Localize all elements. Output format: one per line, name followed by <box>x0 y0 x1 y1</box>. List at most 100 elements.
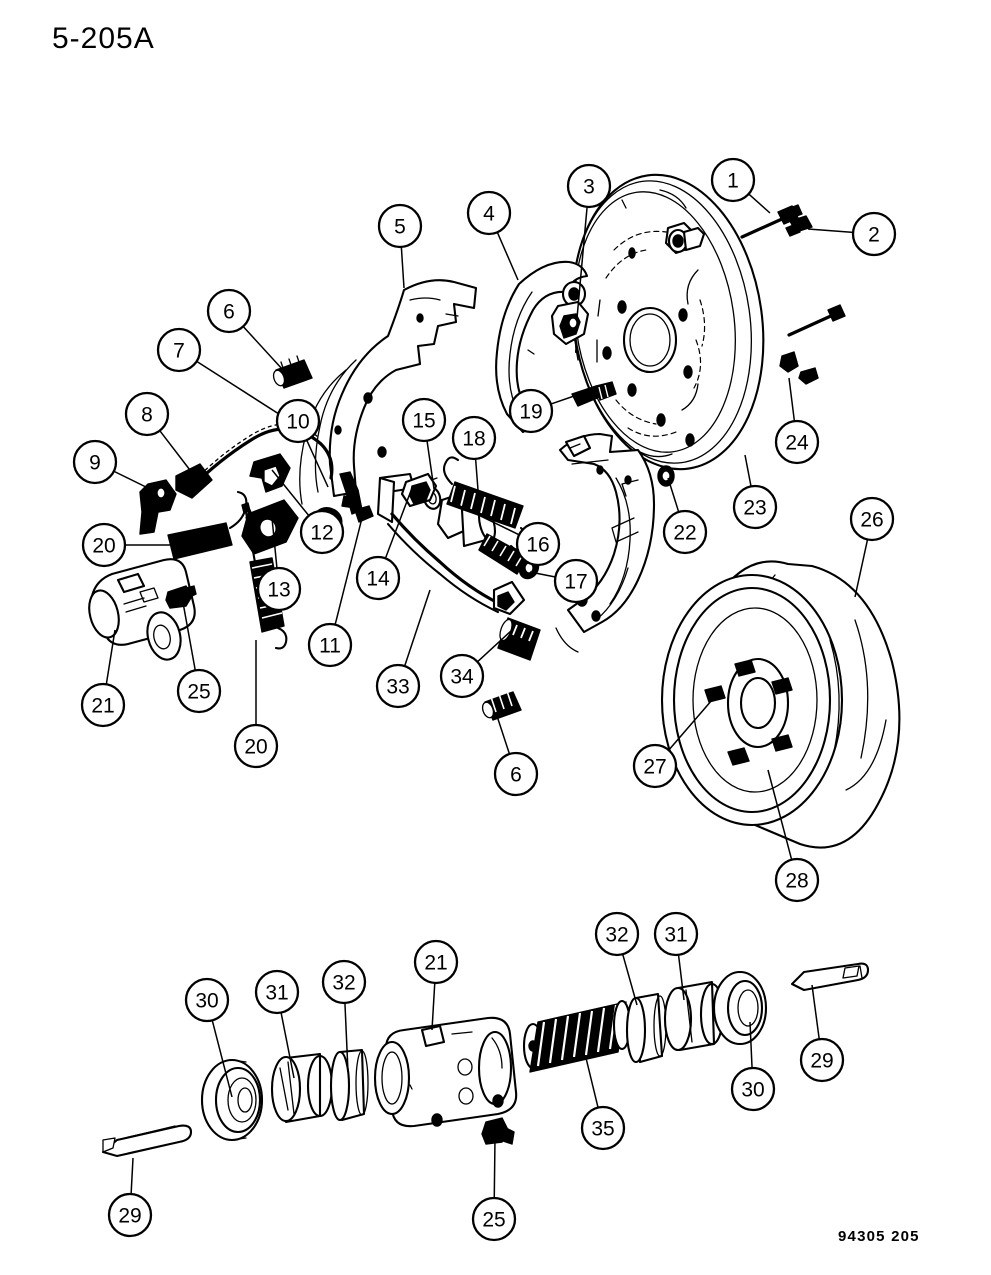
callout-bubble[interactable] <box>849 496 895 542</box>
callout-label: 12 <box>310 522 333 545</box>
callout-31[interactable]: 31 <box>653 911 699 1001</box>
callout-bubble[interactable] <box>80 682 126 728</box>
callout-3[interactable]: 3 <box>566 163 612 319</box>
callout-4[interactable]: 4 <box>466 190 519 281</box>
callout-bubble[interactable] <box>254 969 300 1015</box>
callout-6[interactable]: 6 <box>493 715 539 797</box>
parking-brake-lever <box>550 300 590 346</box>
callout-20[interactable]: 20 <box>233 640 279 769</box>
callout-13[interactable]: 13 <box>256 517 302 612</box>
callout-bubble[interactable] <box>632 743 678 789</box>
callout-18[interactable]: 18 <box>451 415 497 491</box>
callout-bubble[interactable] <box>594 911 640 957</box>
callout-21[interactable]: 21 <box>80 629 126 728</box>
callout-leader <box>749 1021 753 1069</box>
callout-17[interactable]: 17 <box>529 558 599 604</box>
push-rod-left <box>101 1124 193 1158</box>
callout-bubble[interactable] <box>275 398 321 444</box>
callout-leader <box>280 1012 295 1079</box>
callout-33[interactable]: 33 <box>375 589 431 709</box>
boot-right <box>712 970 768 1046</box>
callout-bubble[interactable] <box>566 163 612 209</box>
callout-label: 30 <box>741 1079 764 1102</box>
callout-16[interactable]: 16 <box>457 504 561 567</box>
callout-leader <box>211 1020 233 1098</box>
callout-bubble[interactable] <box>206 288 252 334</box>
callout-bubble[interactable] <box>184 977 230 1023</box>
callout-8[interactable]: 8 <box>124 391 194 475</box>
callout-bubble[interactable] <box>81 522 127 568</box>
callout-bubble[interactable] <box>451 415 497 461</box>
callout-bubble[interactable] <box>466 190 512 236</box>
callout-32[interactable]: 32 <box>594 911 640 1006</box>
callout-bubble[interactable] <box>355 555 401 601</box>
callout-bubble[interactable] <box>508 388 554 434</box>
callout-31[interactable]: 31 <box>254 969 300 1079</box>
callout-bubble[interactable] <box>124 391 170 437</box>
callout-35[interactable]: 35 <box>580 1057 626 1151</box>
callout-bubble[interactable] <box>299 509 345 555</box>
callout-6[interactable]: 6 <box>206 288 284 371</box>
callout-5[interactable]: 5 <box>377 203 423 289</box>
bolt-lower <box>787 304 846 337</box>
callout-bubble[interactable] <box>107 1192 153 1238</box>
callout-22[interactable]: 22 <box>662 477 708 555</box>
callout-20[interactable]: 20 <box>81 522 180 568</box>
callout-27[interactable]: 27 <box>632 699 713 789</box>
callout-21[interactable]: 21 <box>413 939 459 1031</box>
callout-bubble[interactable] <box>233 723 279 769</box>
callout-19[interactable]: 19 <box>508 388 578 434</box>
callout-leader <box>496 715 511 755</box>
callout-30[interactable]: 30 <box>730 1021 776 1112</box>
callout-34[interactable]: 34 <box>439 629 513 699</box>
callout-bubble[interactable] <box>653 911 699 957</box>
callout-1[interactable]: 1 <box>710 157 771 214</box>
callout-bubble[interactable] <box>553 558 599 604</box>
callout-bubble[interactable] <box>156 327 202 373</box>
callout-32[interactable]: 32 <box>321 959 367 1073</box>
callout-bubble[interactable] <box>493 751 539 797</box>
callout-15[interactable]: 15 <box>401 397 447 490</box>
callout-9[interactable]: 9 <box>72 439 153 491</box>
callout-24[interactable]: 24 <box>774 377 820 465</box>
callout-29[interactable]: 29 <box>799 984 845 1083</box>
callout-12[interactable]: 12 <box>271 469 345 555</box>
callout-bubble[interactable] <box>732 484 778 530</box>
callout-bubble[interactable] <box>851 211 897 257</box>
callout-leader <box>159 430 194 475</box>
callout-bubble[interactable] <box>72 439 118 485</box>
callout-bubble[interactable] <box>375 663 421 709</box>
callout-bubble[interactable] <box>377 203 423 249</box>
callout-label: 34 <box>450 666 474 689</box>
callout-bubble[interactable] <box>662 509 708 555</box>
callout-bubble[interactable] <box>321 959 367 1005</box>
callout-bubble[interactable] <box>580 1105 626 1151</box>
callout-23[interactable]: 23 <box>732 454 778 530</box>
callout-bubble[interactable] <box>710 157 756 203</box>
callout-bubble[interactable] <box>515 521 561 567</box>
callout-leader <box>744 454 752 487</box>
clip-12 <box>249 453 291 493</box>
callout-26[interactable]: 26 <box>849 496 895 598</box>
callout-30[interactable]: 30 <box>184 977 233 1098</box>
callout-bubble[interactable] <box>413 939 459 985</box>
callout-bubble[interactable] <box>401 397 447 443</box>
callout-bubble[interactable] <box>774 857 820 903</box>
callout-11[interactable]: 11 <box>307 517 363 668</box>
callout-10[interactable]: 10 <box>275 398 329 488</box>
callout-bubble[interactable] <box>307 622 353 668</box>
callout-bubble[interactable] <box>439 653 485 699</box>
callout-label: 1 <box>727 170 739 193</box>
callout-bubble[interactable] <box>730 1066 776 1112</box>
callout-25[interactable]: 25 <box>471 1137 517 1242</box>
callout-bubble[interactable] <box>176 668 222 714</box>
callout-29[interactable]: 29 <box>107 1157 153 1238</box>
callout-bubble[interactable] <box>774 419 820 465</box>
callout-14[interactable]: 14 <box>355 487 413 601</box>
callout-bubble[interactable] <box>471 1196 517 1242</box>
callout-25[interactable]: 25 <box>176 596 222 714</box>
callout-28[interactable]: 28 <box>767 769 820 903</box>
callout-bubble[interactable] <box>799 1037 845 1083</box>
callout-2[interactable]: 2 <box>807 211 897 257</box>
callout-bubble[interactable] <box>256 566 302 612</box>
